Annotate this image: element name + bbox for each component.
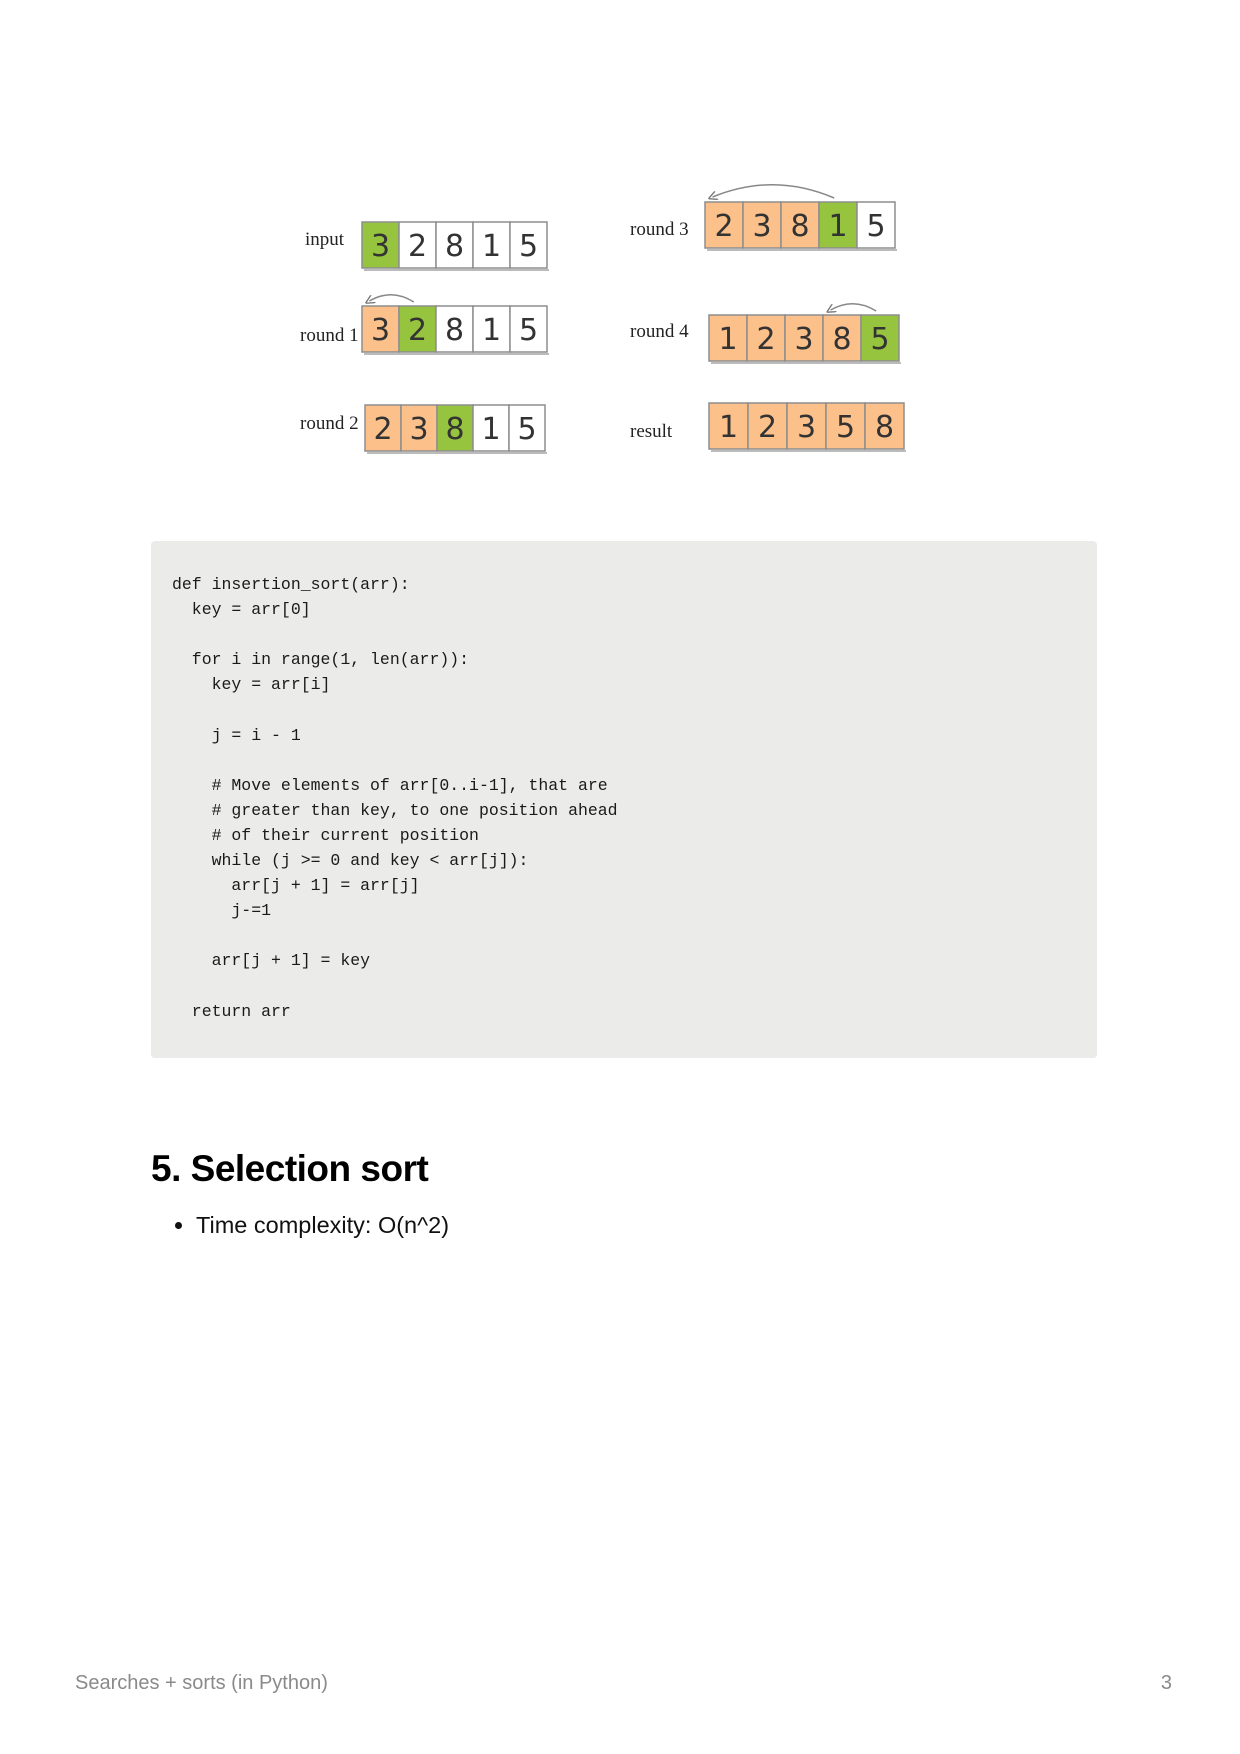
cell-value: 2 [756, 322, 775, 357]
array-cell [786, 402, 827, 450]
cell-value: 8 [875, 410, 894, 445]
cell-value: 3 [752, 209, 771, 244]
step-label: input [305, 229, 345, 250]
cell-value: 8 [790, 209, 809, 244]
cell-value: 1 [718, 322, 737, 357]
step-label: round 2 [300, 413, 359, 434]
code-line: return arr [172, 1001, 291, 1021]
footer-page-number: 3 [1160, 1672, 1172, 1694]
cell-value: 1 [719, 410, 738, 445]
array-cell [472, 305, 511, 353]
cell-value: 3 [371, 313, 390, 348]
cell-value: 3 [794, 322, 813, 357]
array-cell [435, 221, 474, 269]
code-line: arr[j + 1] = key [172, 951, 371, 971]
cell-value: 1 [828, 209, 847, 244]
step-label: result [630, 421, 673, 442]
cell-value: 2 [714, 209, 733, 244]
code-block: def insertion_sort(arr): key = arr[0] fo… [151, 541, 1097, 1058]
code-line: j = i - 1 [172, 725, 301, 745]
array-cell [742, 201, 782, 249]
cell-value: 5 [870, 322, 889, 357]
array-cell [398, 221, 437, 269]
array-cell [708, 402, 749, 450]
cell-value: 2 [758, 410, 777, 445]
array-cell [746, 314, 786, 362]
move-arrow [831, 303, 877, 311]
array-cell [860, 314, 900, 362]
move-arrow [369, 294, 415, 302]
array-cell [708, 314, 748, 362]
code-line [172, 622, 1076, 647]
cell-value: 1 [482, 313, 501, 348]
code-line [172, 974, 1076, 999]
cell-value: 1 [481, 412, 500, 447]
array-cell [472, 404, 510, 452]
step-label: round 4 [630, 321, 689, 342]
array-cell [364, 404, 402, 452]
cell-value: 8 [445, 313, 464, 348]
cell-value: 5 [517, 412, 536, 447]
array-cell [780, 201, 820, 249]
step-label: round 3 [630, 219, 689, 240]
array-cell [361, 221, 400, 269]
array-cell [822, 314, 862, 362]
section-heading: 5. Selection sort [151, 1148, 429, 1189]
cell-value: 8 [832, 322, 851, 357]
cell-value: 8 [445, 229, 464, 264]
array-cell [508, 404, 546, 452]
code-line: arr[j + 1] = arr[j] [172, 876, 420, 896]
bullet-list: Time complexity: O(n^2) [151, 1212, 449, 1239]
cell-value: 2 [408, 229, 427, 264]
cell-value: 1 [482, 229, 501, 264]
footer-document-title: Searches + sorts (in Python) [75, 1672, 328, 1694]
code-line: while (j >= 0 and key < arr[j]): [172, 851, 529, 871]
array-cell [509, 221, 548, 269]
code-line: j-=1 [172, 901, 272, 921]
cell-value: 3 [371, 229, 390, 264]
cell-value: 8 [445, 412, 464, 447]
code-line [172, 697, 1076, 722]
code-line: # of their current position [172, 825, 479, 845]
cell-value: 5 [866, 209, 885, 244]
code-line [172, 923, 1076, 948]
array-cell [704, 201, 744, 249]
code-line: for i in range(1, len(arr)): [172, 650, 470, 670]
code-line: key = arr[i] [172, 675, 331, 695]
array-cell [825, 402, 866, 450]
code-line: key = arr[0] [172, 600, 311, 620]
step-label: round 1 [300, 325, 359, 346]
cell-value: 5 [836, 410, 855, 445]
array-cell [864, 402, 905, 450]
cell-value: 3 [409, 412, 428, 447]
bullet-time-complexity: Time complexity: O(n^2) [196, 1212, 449, 1239]
array-cell [856, 201, 896, 249]
cell-value: 3 [797, 410, 816, 445]
cell-value: 5 [519, 229, 538, 264]
code-line: # greater than key, to one position ahea… [172, 800, 618, 820]
code-line: # Move elements of arr[0..i-1], that are [172, 775, 608, 795]
code-line [172, 748, 1076, 773]
array-cell [818, 201, 858, 249]
cell-value: 5 [519, 313, 538, 348]
cell-value: 2 [373, 412, 392, 447]
code-line: def insertion_sort(arr): [172, 575, 410, 594]
cell-value: 2 [408, 313, 427, 348]
array-cell [509, 305, 548, 353]
move-arrow [713, 184, 835, 198]
array-cell [400, 404, 438, 452]
